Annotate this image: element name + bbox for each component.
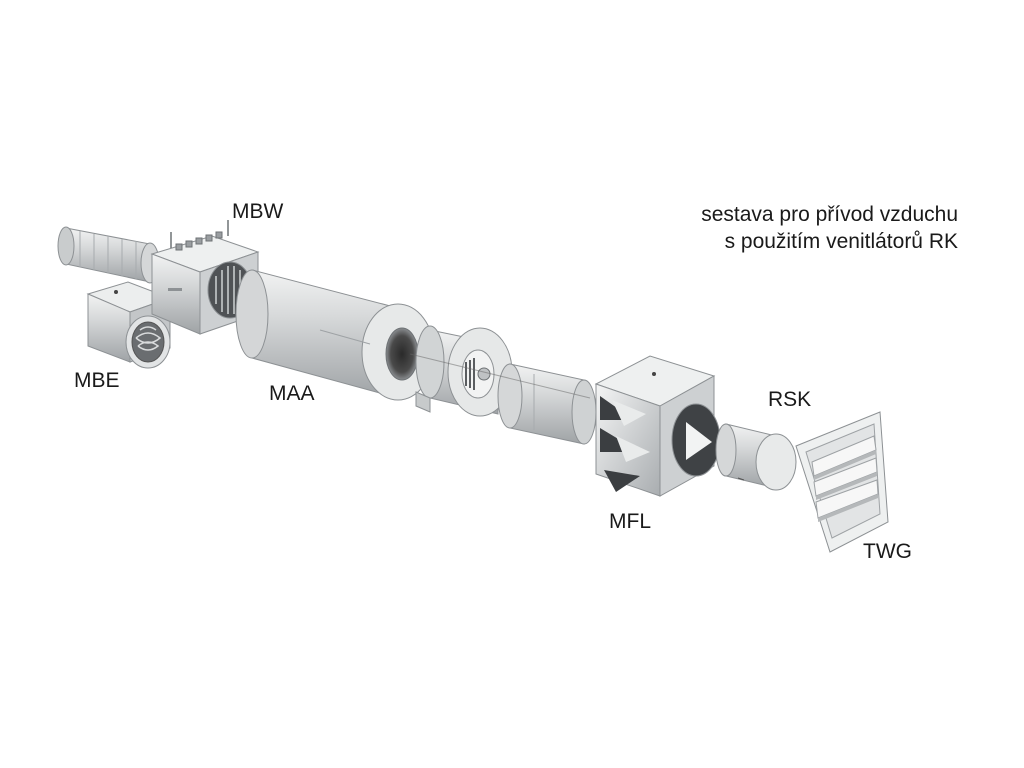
label-mfl: MFL bbox=[609, 510, 651, 533]
mfl-filter bbox=[594, 355, 721, 497]
label-rsk: RSK bbox=[768, 388, 812, 411]
caption-line-1: sestava pro přívod vzduchu bbox=[701, 203, 958, 226]
caption: sestava pro přívod vzduchu s použitím ve… bbox=[701, 201, 958, 255]
caption-line-2: s použitím venitlátorů RK bbox=[724, 230, 958, 253]
assembly-axis bbox=[409, 353, 591, 399]
rk-fan bbox=[415, 325, 513, 417]
label-mbw: MBW bbox=[232, 200, 284, 223]
connecting-duct bbox=[497, 363, 597, 445]
label-twg: TWG bbox=[863, 540, 912, 563]
rsk-valve bbox=[715, 423, 797, 491]
maa-silencer bbox=[235, 269, 435, 401]
twg-grille bbox=[795, 411, 889, 553]
label-mbe: MBE bbox=[74, 369, 120, 392]
flexible-duct bbox=[57, 226, 160, 284]
label-maa: MAA bbox=[269, 382, 315, 405]
